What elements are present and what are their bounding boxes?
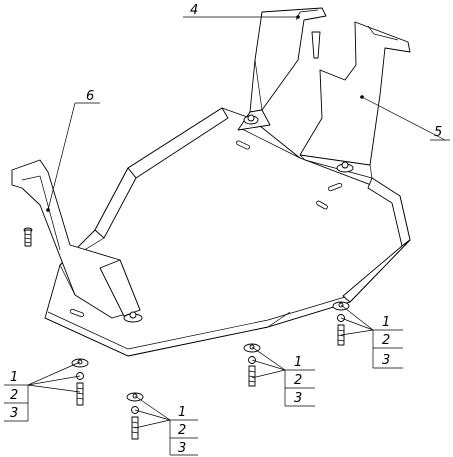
fastener-group-b-label-1: 1: [294, 355, 302, 370]
fastener-group-b: 1 2 3: [243, 343, 315, 407]
fastener-group-a: 1 2 3: [332, 301, 403, 369]
fastener-group-b-label-2: 2: [294, 373, 302, 388]
bracket-6: [11, 159, 143, 323]
bracket-5: [299, 21, 411, 179]
callout-6-label: 6: [86, 89, 94, 104]
fastener-group-c-label-1: 1: [10, 370, 18, 385]
callout-5-label: 5: [434, 125, 442, 140]
fastener-group-a-label-1: 1: [382, 315, 390, 330]
fastener-group-d-label-1: 1: [178, 405, 186, 420]
fastener-group-d: 1 2 3: [126, 392, 198, 456]
fastener-group-d-label-2: 2: [178, 423, 186, 438]
fastener-group-a-label-3: 3: [382, 353, 390, 368]
bracket-4: [237, 7, 327, 131]
fastener-group-d-label-3: 3: [178, 441, 186, 456]
plate-slots: [69, 140, 343, 318]
fastener-group-c: 1 2 3: [4, 358, 89, 422]
slot-right: [327, 182, 343, 192]
callout-4: 4: [183, 3, 300, 19]
slot-top: [236, 140, 250, 150]
callout-5: 5: [360, 95, 450, 141]
fastener-group-c-label-3: 3: [10, 406, 18, 421]
slot-left: [69, 308, 85, 318]
slot-right-small: [316, 200, 328, 210]
loose-bolt: [23, 227, 33, 247]
fastener-group-a-label-2: 2: [382, 333, 390, 348]
callout-6: 6: [46, 89, 100, 212]
fastener-group-c-label-2: 2: [10, 388, 18, 403]
callout-4-label: 4: [190, 3, 198, 18]
skid-plate: [44, 107, 411, 357]
fastener-group-b-label-3: 3: [294, 391, 302, 406]
